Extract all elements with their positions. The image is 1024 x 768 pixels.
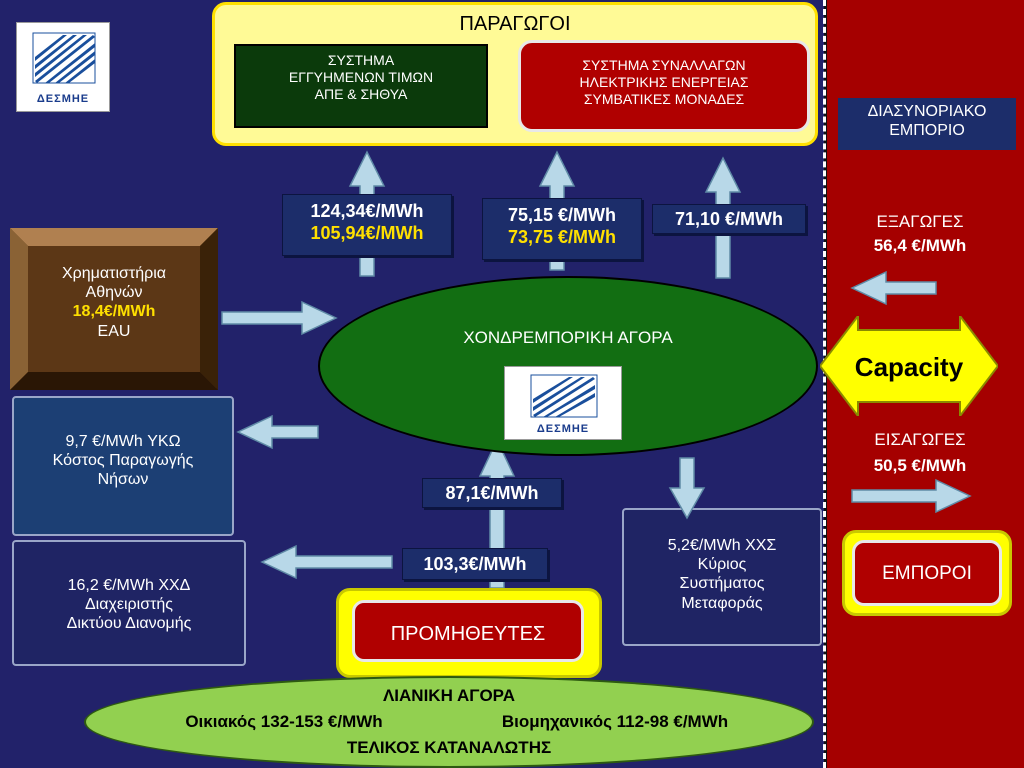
desmie-logo-center-text: ΔΕΣΜΗΕ [536,423,590,435]
arrow-down-xxs [668,457,706,520]
exchange-price: 18,4€/MWh [72,303,156,321]
cross-border-title: ΔΙΑΣΥΝΟΡΙΑΚΟ ΕΜΠΟΡΙΟ [838,98,1016,150]
retail-title: ΛΙΑΝΙΚΗ ΑΓΟΡΑ [382,686,516,705]
price-suppliers-out: 103,3€/MWh [402,548,548,580]
retail-residential: Οικιακός 132-153 €/MWh [185,712,383,731]
arrow-left-ykw [236,414,319,450]
exchange-text: Χρηματιστήρια Αθηνών 18,4€/MWh EAU [28,264,200,341]
guaranteed-prices-line: ΣΥΣΤΗΜΑ [327,52,395,68]
wholesale-label: ΧΟΝΔΡΕΜΠΟΡΙΚΗ ΑΓΟΡΑ [463,328,673,347]
retail-market [84,676,814,768]
price-res-line1: 124,34€/MWh [310,201,424,221]
producers-title: ΠΑΡΑΓΩΓΟΙ [459,13,571,35]
exports-label: ΕΞΑΓΩΓΕΣ [876,212,964,231]
exchange-line: Αθηνών [85,284,143,302]
xxs-scroll: 5,2€/MWh ΧΧΣ Κύριος Συστήματος Μεταφοράς [622,508,822,646]
trading-system-line: ΣΥΣΤΗΜΑ ΣΥΝΑΛΛΑΓΩΝ [582,57,746,73]
xxs-line: Κύριος [697,556,747,574]
price-wholesale-in: 87,1€/MWh [422,478,562,508]
ykw-line: Κόστος Παραγωγής [52,452,194,470]
price-crossborder: 71,10 €/MWh [652,204,806,234]
ykw-line: Νήσων [97,471,149,489]
arrow-left-xxd [260,544,393,580]
desmie-logo-center: ΔΕΣΜΗΕ [504,366,622,440]
xxs-line: 5,2€/MWh ΧΧΣ [667,537,777,554]
imports-price: 50,5 €/MWh [873,456,967,475]
trading-system-line: ΗΛΕΚΤΡΙΚΗΣ ΕΝΕΡΓΕΙΑΣ [579,73,749,90]
desmie-logo-text: ΔΕΣΜΗΕ [36,93,90,105]
xxs-line: Μεταφοράς [681,594,763,612]
exchange-bevel [10,228,218,390]
price-conv-line1: 75,15 €/MWh [507,205,617,225]
desmie-logo-mark [32,32,96,84]
xxd-line: 16,2 €/MWh ΧΧΔ [67,577,191,594]
xxs-line: Συστήματος [679,575,765,593]
trading-system-line: ΣΥΜΒΑΤΙΚΕΣ ΜΟΝΑΔΕΣ [583,90,745,107]
price-conv-line2: 73,75 €/MWh [507,226,617,247]
traders-box: ΕΜΠΟΡΟΙ [852,540,1002,606]
arrow-right-imports [851,478,972,514]
capacity-shape [820,316,998,416]
guaranteed-prices-line: ΕΓΓΥΗΜΕΝΩΝ ΤΙΜΩΝ [288,68,434,85]
exchange-line: Χρηματιστήρια [61,265,166,282]
xxd-scroll: 16,2 €/MWh ΧΧΔ Διαχειριστής Δικτύου Διαν… [12,540,246,666]
imports-label: ΕΙΣΑΓΩΓΕΣ [874,430,966,449]
retail-consumer: ΤΕΛΙΚΟΣ ΚΑΤΑΝΑΛΩΤΗΣ [346,738,552,757]
price-res: 124,34€/MWh 105,94€/MWh [282,194,452,256]
cross-border-title-line: ΔΙΑΣΥΝΟΡΙΑΚΟ [867,103,987,120]
guaranteed-prices-line: ΑΠΕ & ΣΗΘΥΑ [314,85,408,102]
price-conv: 75,15 €/MWh 73,75 €/MWh [482,198,642,260]
suppliers-box: ΠΡΟΜΗΘΕΥΤΕΣ [352,600,584,662]
xxd-line: Δικτύου Διανομής [66,615,192,633]
dashed-divider [823,0,826,768]
exports-price: 56,4 €/MWh [873,236,967,255]
retail-industrial: Βιομηχανικός 112-98 €/MWh [501,712,729,731]
guaranteed-prices-system: ΣΥΣΤΗΜΑ ΕΓΓΥΗΜΕΝΩΝ ΤΙΜΩΝ ΑΠΕ & ΣΗΘΥΑ [234,44,488,128]
arrow-left-exports [850,270,937,306]
price-res-line2: 105,94€/MWh [310,222,424,243]
cross-border-title-line: ΕΜΠΟΡΙΟ [889,122,965,140]
xxd-line: Διαχειριστής [84,596,174,614]
exchange-unit: EAU [97,322,131,340]
capacity-label: Capacity [854,352,964,382]
desmie-logo: ΔΕΣΜΗΕ [16,22,110,112]
trading-system: ΣΥΣΤΗΜΑ ΣΥΝΑΛΛΑΓΩΝ ΗΛΕΚΤΡΙΚΗΣ ΕΝΕΡΓΕΙΑΣ … [518,40,810,132]
desmie-logo-center-mark [530,374,598,418]
ykw-line: 9,7 €/MWh ΥΚΩ [65,433,181,450]
ykw-scroll: 9,7 €/MWh ΥΚΩ Κόστος Παραγωγής Νήσων [12,396,234,536]
arrow-right-exchange [221,300,338,336]
